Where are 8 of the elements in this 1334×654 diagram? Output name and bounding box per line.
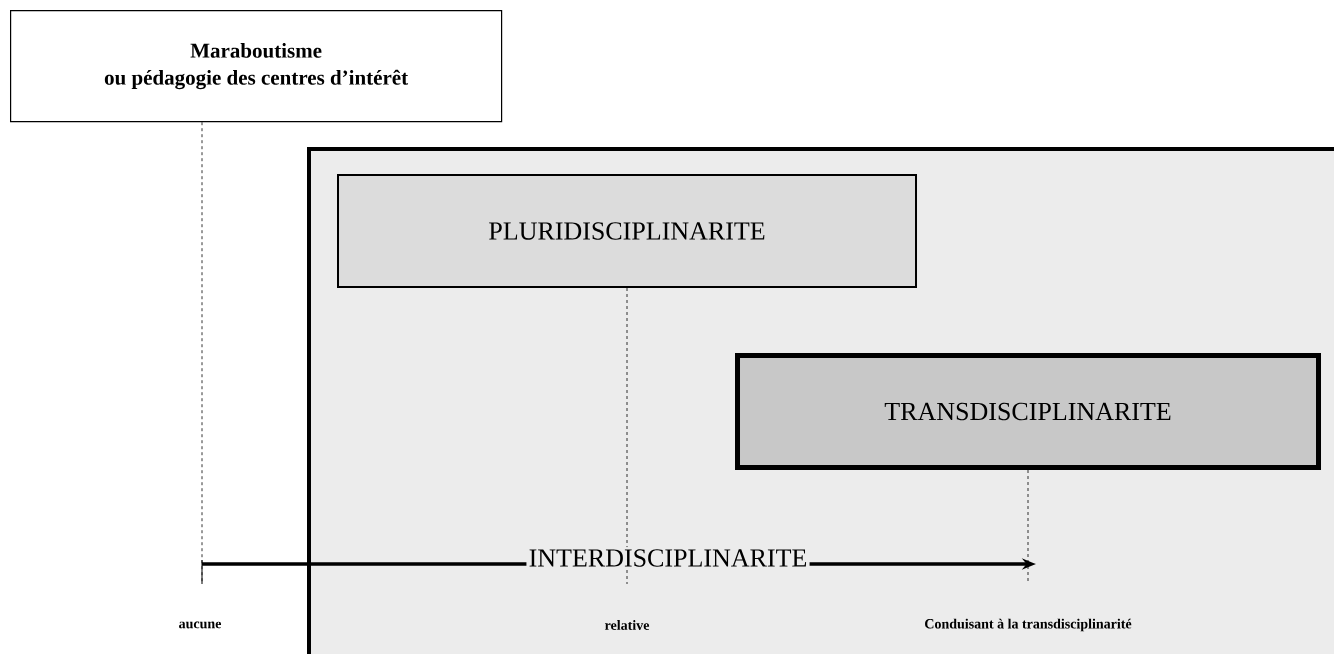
box-heading: Maraboutisme ou pédagogie des centres d’intérêt <box>10 10 503 123</box>
tick-label: Conduisant à la transdisciplinarité <box>925 618 1132 632</box>
axis-label: INTERDISCIPLINARITE <box>526 547 810 569</box>
leader-line <box>626 287 628 548</box>
process-box: PLURIDISCIPLINARITE <box>337 174 917 288</box>
tick-label: relative <box>604 620 650 630</box>
process-box: TRANSDISCIPLINARITE <box>735 353 1321 470</box>
tick-label: aucune <box>179 621 222 629</box>
